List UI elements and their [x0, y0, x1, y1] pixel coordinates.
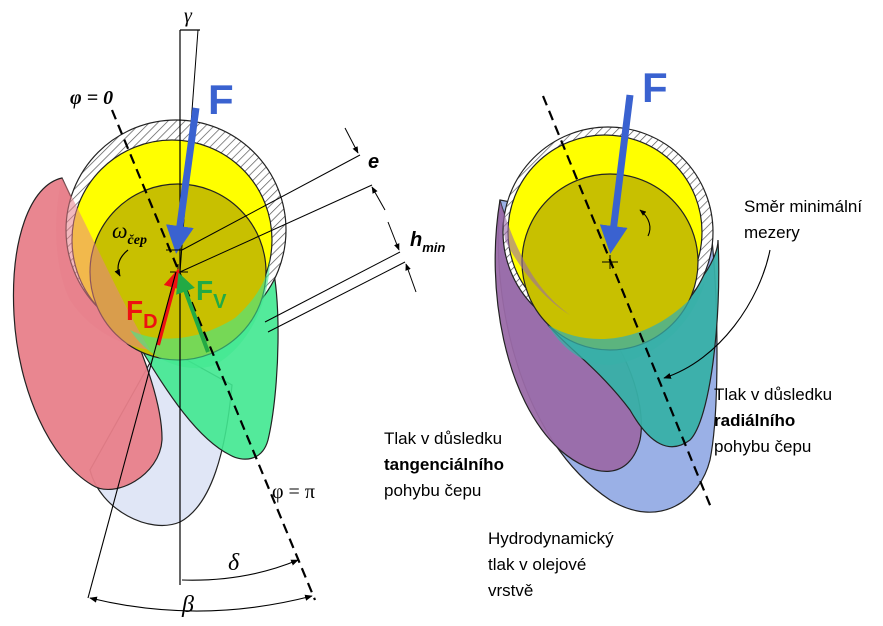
omega-arc	[114, 249, 129, 277]
hydro-label-1: Hydrodynamický	[488, 529, 614, 548]
beta-arc	[89, 594, 313, 612]
min-gap-label-2: mezery	[744, 223, 800, 242]
delta-label: δ	[228, 550, 240, 576]
tangential-label-3: pohybu čepu	[384, 481, 481, 500]
delta-arc	[181, 559, 299, 581]
right-teal-overlay	[548, 282, 705, 365]
hmin-label: hmin	[410, 229, 445, 255]
e-dim-2	[179, 184, 373, 273]
hmin-arrow-1	[387, 221, 400, 251]
radial-label-2: radiálního	[714, 411, 795, 430]
fd-label: FD	[126, 295, 158, 333]
gamma-label: γ	[184, 5, 193, 27]
hydro-label-2: tlak v olejové	[488, 555, 586, 574]
fv-label: FV	[196, 275, 227, 313]
hmin-dim-2	[267, 261, 406, 333]
hydro-label-3: vrstvě	[488, 581, 533, 600]
radial-label-3: pohybu čepu	[714, 437, 811, 456]
min-gap-callout	[663, 249, 771, 379]
red-overlay	[56, 178, 150, 350]
phi-zero-label: φ = 0	[70, 87, 113, 109]
phi-pi-label: φ = π	[272, 481, 315, 503]
green-overlay	[130, 258, 270, 369]
min-gap-label-1: Směr minimální	[744, 197, 862, 216]
e-dim-1	[181, 154, 361, 251]
right-rotation-arc	[639, 209, 651, 237]
hmin-arrow-2	[405, 263, 417, 293]
right-phi-line	[541, 95, 714, 511]
e-arrow-2	[371, 186, 386, 211]
right-bearing: F Směr minimální mezery Tlak v důsledku …	[384, 64, 862, 600]
right-force-arrow	[599, 94, 634, 254]
beta-label: β	[181, 592, 194, 618]
phi-line	[110, 109, 317, 601]
right-force-label: F	[642, 64, 668, 111]
force-arrow	[166, 107, 200, 254]
radial-label-1: Tlak v důsledku	[714, 385, 832, 404]
force-label: F	[208, 76, 234, 123]
tangential-label-2: tangenciálního	[384, 455, 504, 474]
left-bearing: γ φ = 0 F e hmin ωčep FD FV φ = π δ β	[12, 5, 445, 618]
e-arrow-1	[344, 127, 359, 154]
hmin-dim-1	[264, 251, 401, 323]
tangential-label-1: Tlak v důsledku	[384, 429, 502, 448]
omega-label: ωčep	[112, 218, 147, 248]
fd-arrow	[156, 268, 184, 346]
eccentricity-label: e	[368, 151, 379, 173]
beta-line	[87, 271, 177, 599]
fv-arrow	[176, 272, 210, 353]
